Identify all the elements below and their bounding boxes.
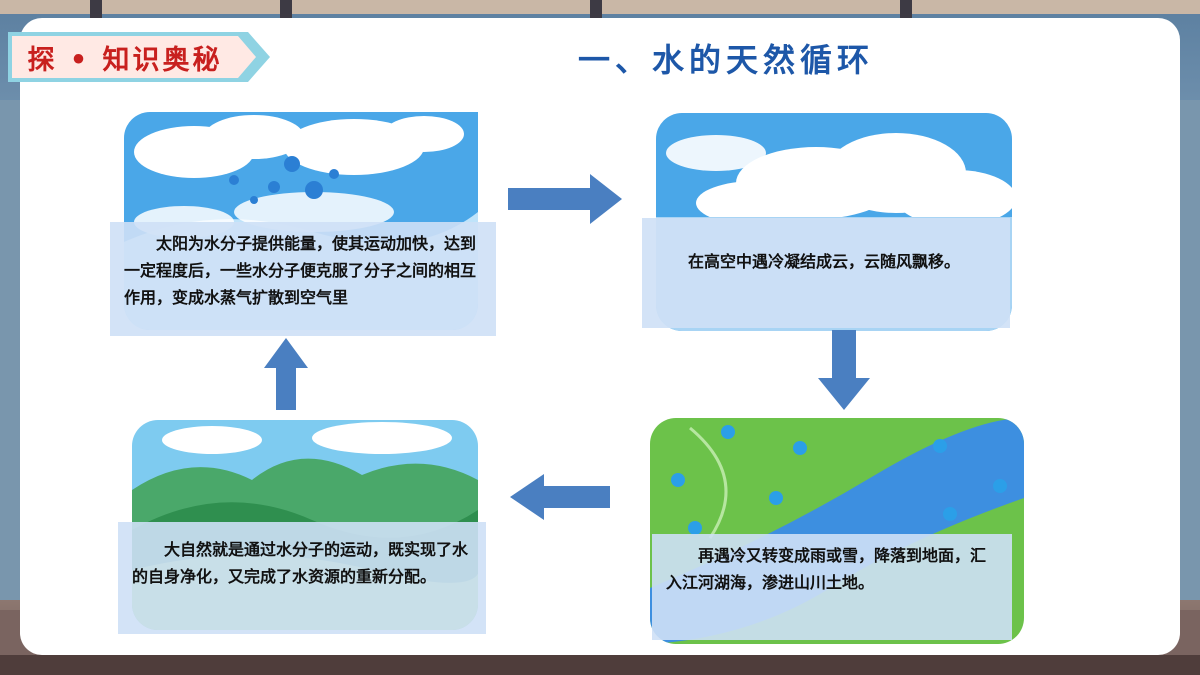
precipitation-text: 再遇冷又转变成雨或雪，降落到地面，汇入江河湖海，渗进山川土地。 <box>652 534 1012 640</box>
section-tag-label: 探 • 知识奥秘 <box>27 44 223 76</box>
page-title: 一、水的天然循环 <box>578 41 875 79</box>
arrow-down-icon <box>818 330 870 410</box>
condensation-text: 在高空中遇冷凝结成云，云随风飘移。 <box>642 218 1010 328</box>
purification-text: 大自然就是通过水分子的运动，既实现了水的自身净化，又完成了水资源的重新分配。 <box>118 522 486 634</box>
arrow-left-icon <box>510 474 610 520</box>
arrow-up-icon <box>264 338 308 410</box>
evaporation-text: 太阳为水分子提供能量，使其运动加快，达到一定程度后，一些水分子便克服了分子之间的… <box>110 222 496 336</box>
section-tag: 探 • 知识奥秘 <box>12 36 256 78</box>
arrow-right-icon <box>508 174 622 224</box>
